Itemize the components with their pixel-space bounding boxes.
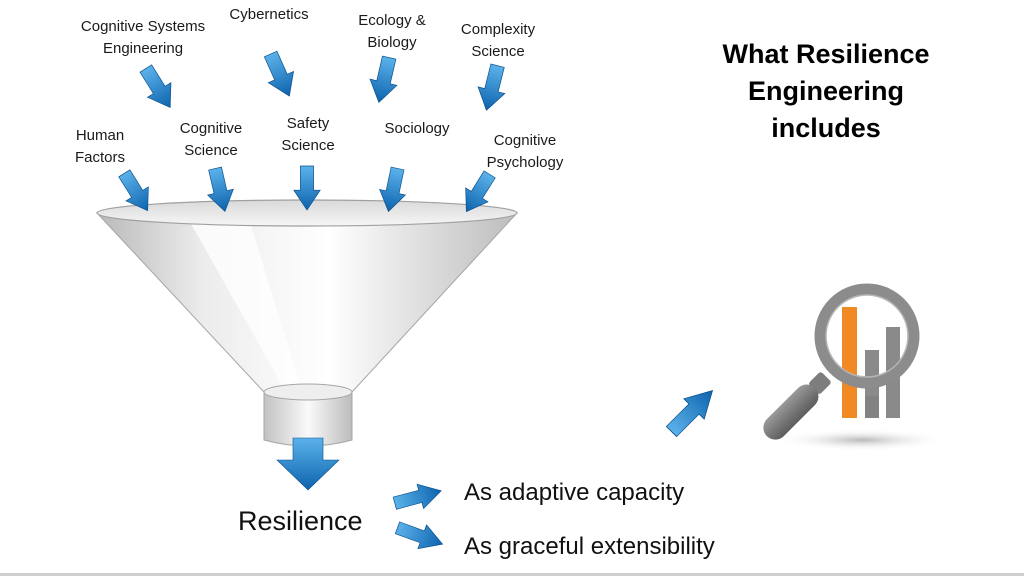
discipline-label-ecology-biology: Ecology &Biology (358, 12, 426, 51)
magnifier-arrow (660, 379, 724, 443)
magnifying-glass-chart-icon (763, 283, 948, 451)
outcome-adaptive-capacity: As adaptive capacity (464, 479, 685, 506)
bottom-divider (0, 573, 1024, 576)
output-arrow (276, 437, 340, 491)
outcome-arrows (391, 478, 448, 557)
result-label: Resilience (238, 506, 363, 536)
discipline-label-sociology: Sociology (384, 120, 450, 137)
outcome-graceful-extensibility: As graceful extensibility (464, 533, 715, 560)
discipline-label-cybernetics: Cybernetics (229, 6, 309, 23)
funnel (95, 199, 519, 447)
